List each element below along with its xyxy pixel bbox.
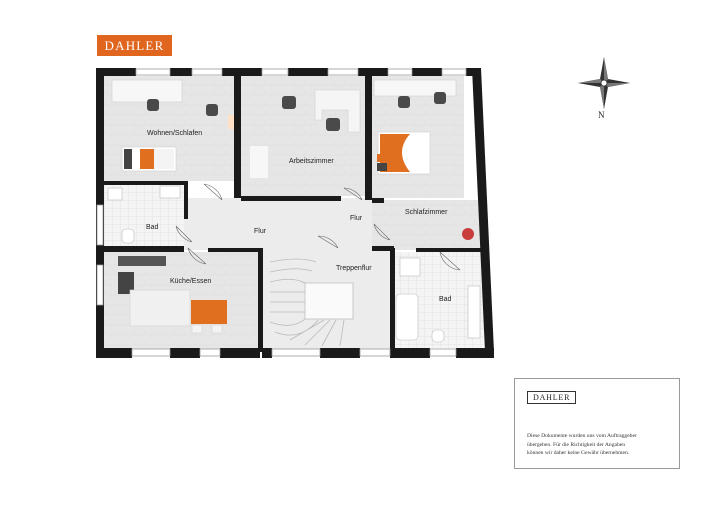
disclaimer-logo: DAHLER: [527, 391, 577, 404]
label-flur-small: Flur: [350, 215, 363, 222]
label-arbeit: Arbeitszimmer: [289, 158, 334, 165]
label-wohnen: Wohnen/Schlafen: [147, 130, 202, 137]
brand-logo-text: DAHLER: [104, 37, 165, 53]
compass-icon: [578, 57, 630, 109]
label-kueche: Küche/Essen: [170, 278, 211, 285]
disclaimer-line-1: Diese Dokumente wurden uns vom Auftragge…: [527, 433, 637, 439]
north-label: N: [598, 110, 605, 120]
disclaimer-line-2: übergeben. Für die Richtigkeit der Angab…: [527, 441, 626, 448]
brand-logo: DAHLER: [97, 35, 172, 56]
furniture: [107, 79, 481, 343]
disclaimer-box: DAHLER Diese Dokumente wurden uns vom Au…: [514, 378, 680, 469]
floor-schlaf-lower: [372, 200, 482, 250]
doors: [175, 183, 461, 271]
floor-flur: [184, 198, 372, 250]
disclaimer-text: Diese Dokumente wurden uns vom Auftragge…: [527, 432, 677, 458]
label-flur-main: Flur: [254, 228, 267, 235]
stairs: [269, 258, 354, 347]
label-schlaf: Schlafzimmer: [405, 209, 448, 216]
label-bad-right: Bad: [439, 296, 452, 303]
windows: [96, 68, 467, 357]
disclaimer-line-3: können wir daher keine Gewähr übernehmen…: [527, 450, 630, 456]
label-treppe: Treppenflur: [336, 265, 372, 272]
label-bad-left: Bad: [146, 224, 159, 231]
